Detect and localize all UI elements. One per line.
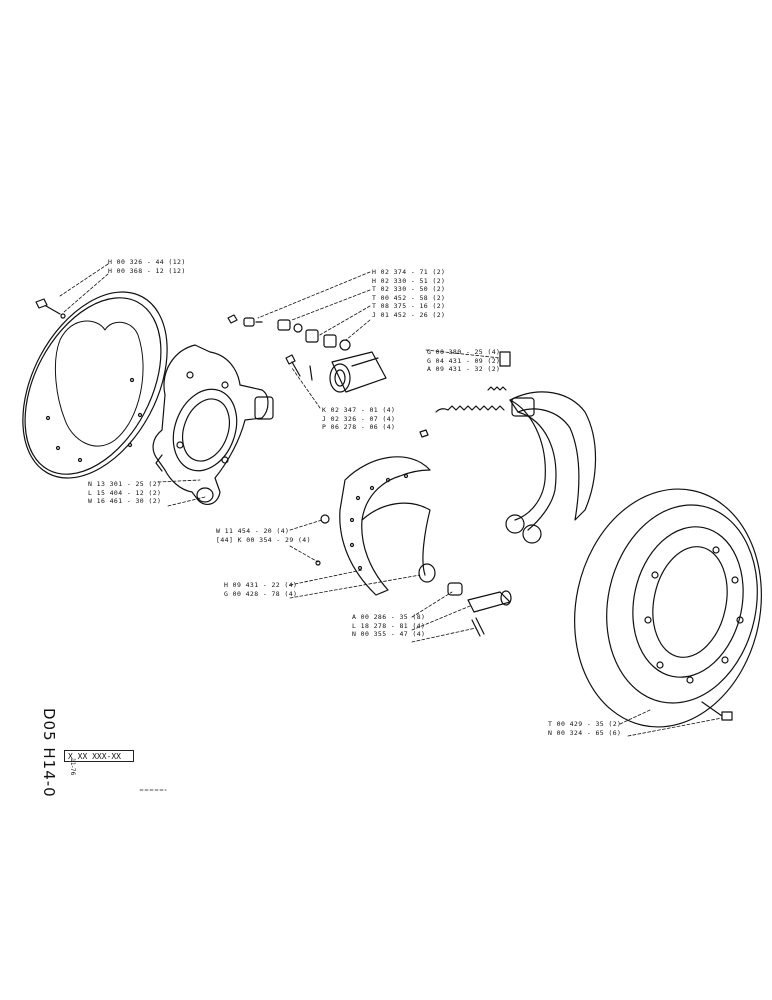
- part-number: [44] K 00 354 - 29 (4): [216, 535, 311, 544]
- part-number: H 02 330 - 51 (2): [372, 276, 446, 285]
- part-number: W 16 461 - 30 (2): [88, 497, 162, 505]
- part-number: N 00 355 - 47 (4): [352, 630, 426, 638]
- part-number: P 06 278 - 06 (4): [322, 423, 396, 431]
- drawing-code-block: D05 H14-0 11-76: [18, 708, 76, 798]
- part-number: G 04 431 - 09 (2): [427, 356, 501, 365]
- part-number: T 02 330 - 50 (2): [372, 285, 446, 293]
- part-number: N 00 324 - 65 (6): [548, 728, 622, 737]
- plate-fix-labels: N 13 301 - 25 (2) L 15 404 - 12 (2) W 16…: [88, 480, 161, 506]
- wheel-cylinder: [329, 351, 387, 393]
- plate-bolt: [35, 298, 66, 319]
- part-number: N 13 301 - 25 (2): [88, 480, 162, 488]
- leader-lines: [59, 263, 723, 791]
- part-number: H 00 368 - 12 (12): [108, 266, 186, 275]
- drum-parts-labels: T 00 429 - 35 (2) N 00 324 - 65 (6): [548, 720, 621, 737]
- part-number: J 02 326 - 07 (4): [322, 414, 396, 423]
- drawing-code: D05 H14-0: [40, 708, 58, 798]
- part-number: G 00 380 - 25 (4): [427, 348, 501, 356]
- part-number: T 08 375 - 16 (2): [372, 302, 446, 310]
- return-spring: [419, 351, 511, 438]
- part-number: G 00 428 - 78 (4): [224, 589, 298, 598]
- spring-parts-labels: G 00 380 - 25 (4) G 04 431 - 09 (2) A 09…: [427, 348, 500, 374]
- part-number: L 18 278 - 81 (4): [352, 621, 426, 630]
- drum-bolts: [701, 701, 733, 721]
- part-number: K 02 347 - 01 (4): [322, 406, 396, 414]
- reference-number-box: X XX XXX-XX: [64, 750, 134, 762]
- anchor-bracket: [152, 344, 274, 506]
- part-number: W 11 454 - 20 (4): [216, 527, 290, 535]
- cylinder-parts-labels: H 02 374 - 71 (2) H 02 330 - 51 (2) T 02…: [372, 268, 445, 319]
- part-number: A 00 286 - 35 (8): [352, 613, 426, 621]
- part-number: L 15 404 - 12 (2): [88, 488, 162, 497]
- part-number: J 01 452 - 26 (2): [372, 310, 446, 319]
- part-number: H 09 431 - 22 (4): [224, 581, 298, 589]
- part-number: A 09 431 - 32 (2): [427, 365, 501, 373]
- cylinder-fix-labels: K 02 347 - 01 (4) J 02 326 - 07 (4) P 06…: [322, 406, 395, 432]
- shoe-pin-labels: H 09 431 - 22 (4) G 00 428 - 78 (4): [224, 581, 297, 598]
- cylinder-fix-bolts: [285, 354, 313, 381]
- lining-rivets: [315, 514, 330, 566]
- pin-parts-labels: A 00 286 - 35 (8) L 18 278 - 81 (4) N 00…: [352, 613, 425, 639]
- brake-drum: [574, 488, 762, 728]
- part-number: T 00 452 - 58 (2): [372, 293, 446, 302]
- brake-lining: [339, 456, 436, 596]
- lining-rivet-labels: W 11 454 - 20 (4) [44] K 00 354 - 29 (4): [216, 527, 311, 544]
- cylinder-small-parts: [227, 314, 351, 351]
- part-number: H 00 326 - 44 (12): [108, 258, 186, 266]
- anchor-pin-parts: [447, 582, 512, 637]
- part-number: H 02 374 - 71 (2): [372, 268, 446, 276]
- part-number: T 00 429 - 35 (2): [548, 720, 622, 728]
- dust-cover-plate: [22, 291, 168, 479]
- plate-bolt-labels: H 00 326 - 44 (12) H 00 368 - 12 (12): [108, 258, 186, 275]
- brake-shoe: [505, 391, 597, 544]
